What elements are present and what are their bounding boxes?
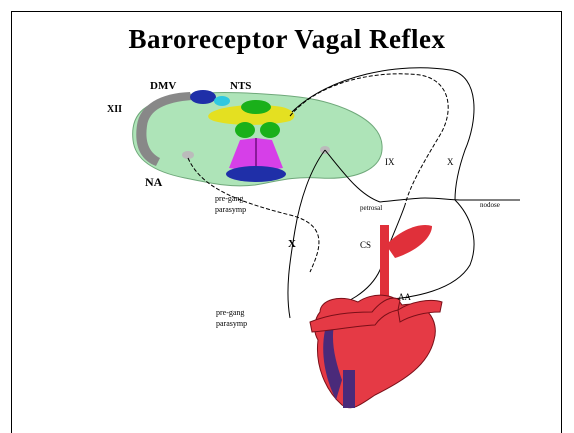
pyramids	[226, 166, 286, 182]
green-nucleus-right	[260, 122, 280, 138]
na-nucleus	[182, 151, 194, 159]
dmv-label: DMV	[150, 80, 176, 92]
cyan-nucleus	[214, 96, 230, 106]
medulla-section	[133, 90, 382, 186]
aa-label: AA	[398, 292, 411, 302]
x-left-label: X	[288, 238, 296, 250]
nts-label: NTS	[230, 80, 251, 92]
green-nucleus-left	[235, 122, 255, 138]
afferent-to-heart	[325, 205, 405, 310]
xii-label: XII	[107, 104, 122, 115]
heart	[310, 295, 442, 408]
heart-preganglionic-label-1: pre-gang	[216, 308, 244, 317]
nts-core	[241, 100, 271, 114]
dmv-nucleus	[190, 90, 216, 104]
heart-preganglionic-label-2: parasymp	[216, 319, 247, 328]
nodose-label: nodose	[480, 201, 500, 209]
na-label: NA	[145, 175, 163, 189]
preganglionic-label-1: pre-gang	[215, 194, 243, 203]
cs-label: CS	[360, 240, 371, 250]
inferior-vena-cava	[343, 370, 355, 408]
carotid-sinus-branch	[386, 225, 432, 258]
x-upper-label: X	[447, 157, 454, 167]
petrosal-label: petrosal	[360, 204, 382, 212]
ix-label: IX	[385, 157, 395, 167]
preganglionic-label-2: parasymp	[215, 205, 246, 214]
